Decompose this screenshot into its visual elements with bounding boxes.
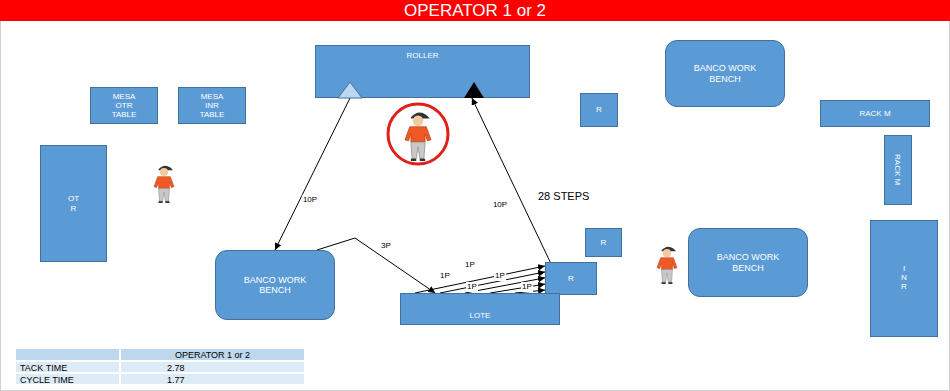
cell-text: OPERATOR 1 or 2 xyxy=(175,350,250,360)
step-count: 10P xyxy=(492,200,508,210)
position-marker xyxy=(464,82,484,98)
position-marker xyxy=(338,82,362,98)
node-text: BANCO WORK BENCH xyxy=(690,63,760,84)
node-text: ROLLER xyxy=(406,51,438,60)
table-box: MESA INR TABLE xyxy=(178,87,246,124)
node-text: R xyxy=(601,238,607,247)
step-count: 1P xyxy=(439,271,451,281)
node-text: RACK M xyxy=(893,154,902,185)
walk-path xyxy=(440,272,545,293)
table-corner xyxy=(15,348,120,361)
rack-box: R xyxy=(585,228,622,257)
node-text: RACK M xyxy=(859,109,890,118)
cell-text: 1.77 xyxy=(167,375,185,385)
walk-path xyxy=(490,284,545,293)
step-count: 10P xyxy=(302,195,318,205)
node-text: LOTE xyxy=(470,311,491,320)
node-text: R xyxy=(568,274,574,283)
step-count: 1P xyxy=(466,282,478,292)
title-bar: OPERATOR 1 or 2 xyxy=(0,0,950,21)
node-text: BANCO WORK BENCH xyxy=(240,275,310,296)
cell-text: 2.78 xyxy=(167,363,185,373)
operator-figure xyxy=(154,166,174,203)
cell-text: CYCLE TIME xyxy=(20,375,74,385)
table-cell: CYCLE TIME xyxy=(15,373,120,385)
step-count: 1P xyxy=(494,271,506,281)
workbench-box: BANCO WORK BENCH xyxy=(665,40,785,107)
rack-box: R xyxy=(580,93,618,127)
rack-box: R xyxy=(545,262,597,295)
node-text: MESA INR TABLE xyxy=(195,92,229,120)
rack-box: OT R xyxy=(40,145,107,262)
node-text: BANCO WORK BENCH xyxy=(713,252,783,273)
walk-path xyxy=(275,98,350,250)
roller-box: ROLLER xyxy=(315,45,530,98)
rack-box: RACK M xyxy=(884,135,912,205)
table-cell: 1.77 xyxy=(120,373,305,385)
cell-text: TACK TIME xyxy=(20,363,67,373)
rack-box: I N R xyxy=(870,220,938,337)
lot-box: LOTE xyxy=(400,293,560,325)
table-cell: TACK TIME xyxy=(15,361,120,373)
walk-path xyxy=(415,266,545,293)
node-text: OT R xyxy=(66,194,82,212)
walk-path xyxy=(472,98,550,262)
operator-figure xyxy=(405,112,431,161)
node-text: I N R xyxy=(900,265,908,291)
highlight-circle xyxy=(388,104,448,164)
table-header: OPERATOR 1 or 2 xyxy=(120,348,305,361)
table-cell: 2.78 xyxy=(120,361,305,373)
workbench-box: BANCO WORK BENCH xyxy=(215,250,335,320)
node-text: MESA OTR TABLE xyxy=(107,92,141,120)
workbench-box: BANCO WORK BENCH xyxy=(688,228,808,297)
step-count: 1P xyxy=(521,282,533,292)
step-count: 1P xyxy=(464,260,476,270)
rack-box: RACK M xyxy=(820,100,930,127)
operator-figure xyxy=(657,247,677,284)
table-box: MESA OTR TABLE xyxy=(90,87,158,124)
title-text: OPERATOR 1 or 2 xyxy=(404,1,546,21)
step-count: 3P xyxy=(380,241,392,251)
step-total: 28 STEPS xyxy=(538,190,589,202)
node-text: R xyxy=(596,105,602,114)
